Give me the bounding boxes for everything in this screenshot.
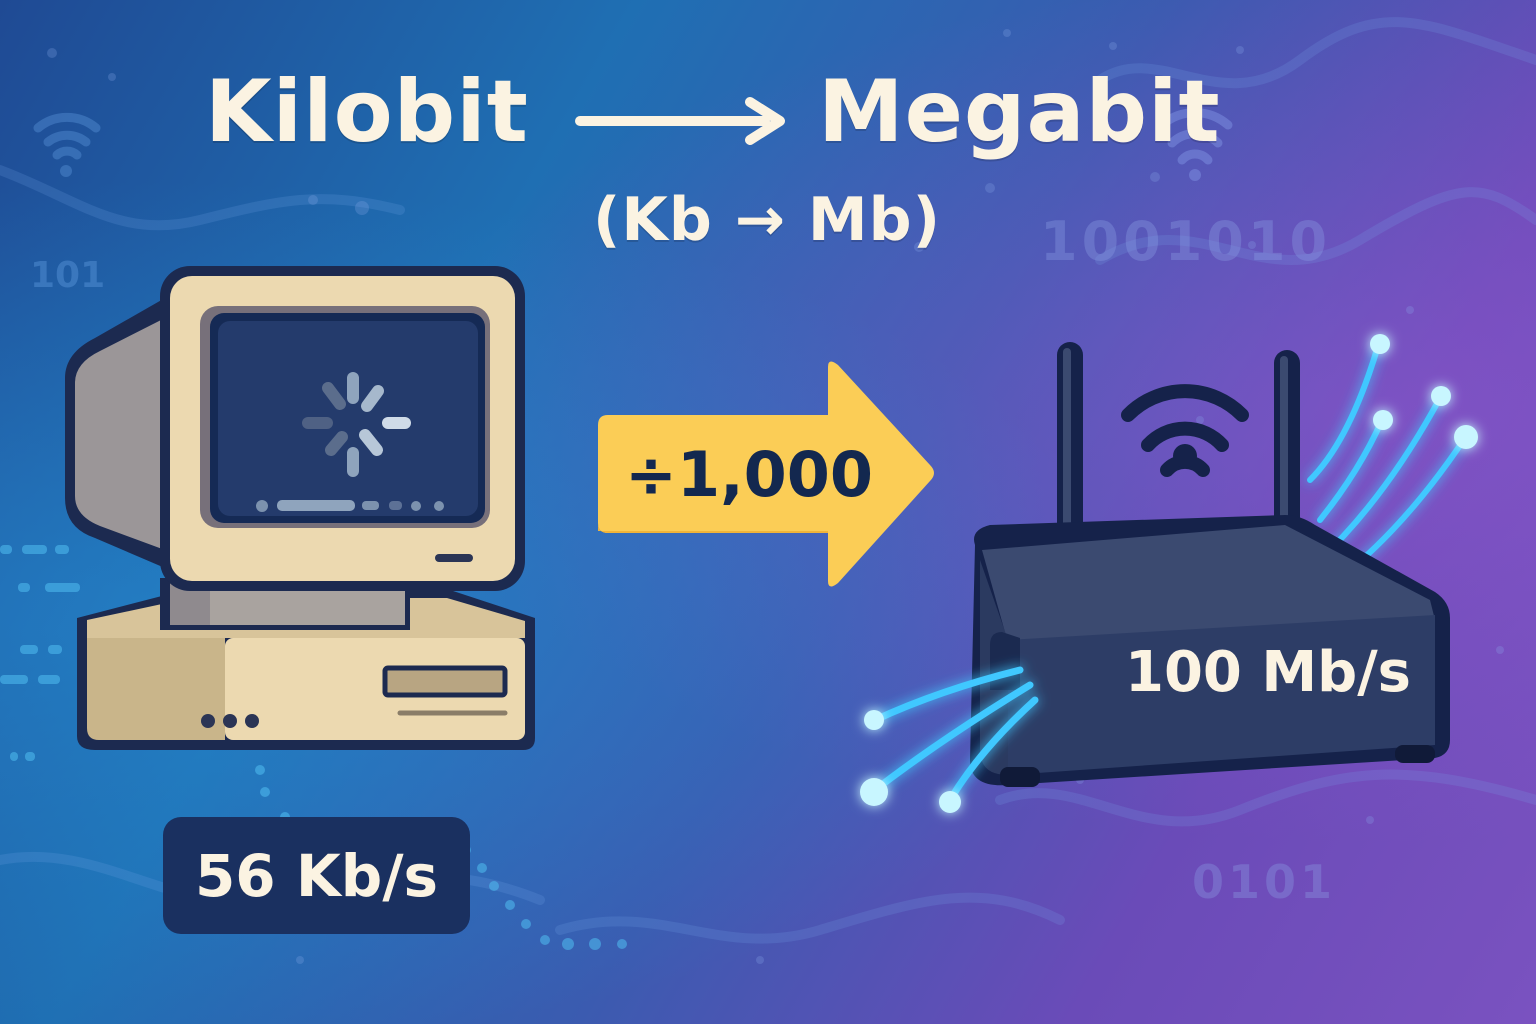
subtitle-kb-to-mb: (Kb → Mb) xyxy=(593,185,941,255)
title-kilobit: Kilobit xyxy=(205,62,529,162)
wifi-router-icon xyxy=(860,334,1478,813)
binary-decoration-bottom-right: 0101 xyxy=(1192,855,1337,909)
title-arrow-icon xyxy=(575,97,785,145)
conversion-label: ÷1,000 xyxy=(625,438,874,511)
speed-label-right: 100 Mb/s xyxy=(1125,640,1411,705)
conversion-arrow-icon xyxy=(598,361,934,587)
title-megabit: Megabit xyxy=(818,62,1221,162)
binary-decoration-top-right: 1001010 xyxy=(1040,210,1332,273)
binary-decoration-left: 101 xyxy=(30,255,106,296)
retro-computer-icon xyxy=(65,266,535,750)
speed-badge-left: 56 Kb/s xyxy=(163,817,470,934)
